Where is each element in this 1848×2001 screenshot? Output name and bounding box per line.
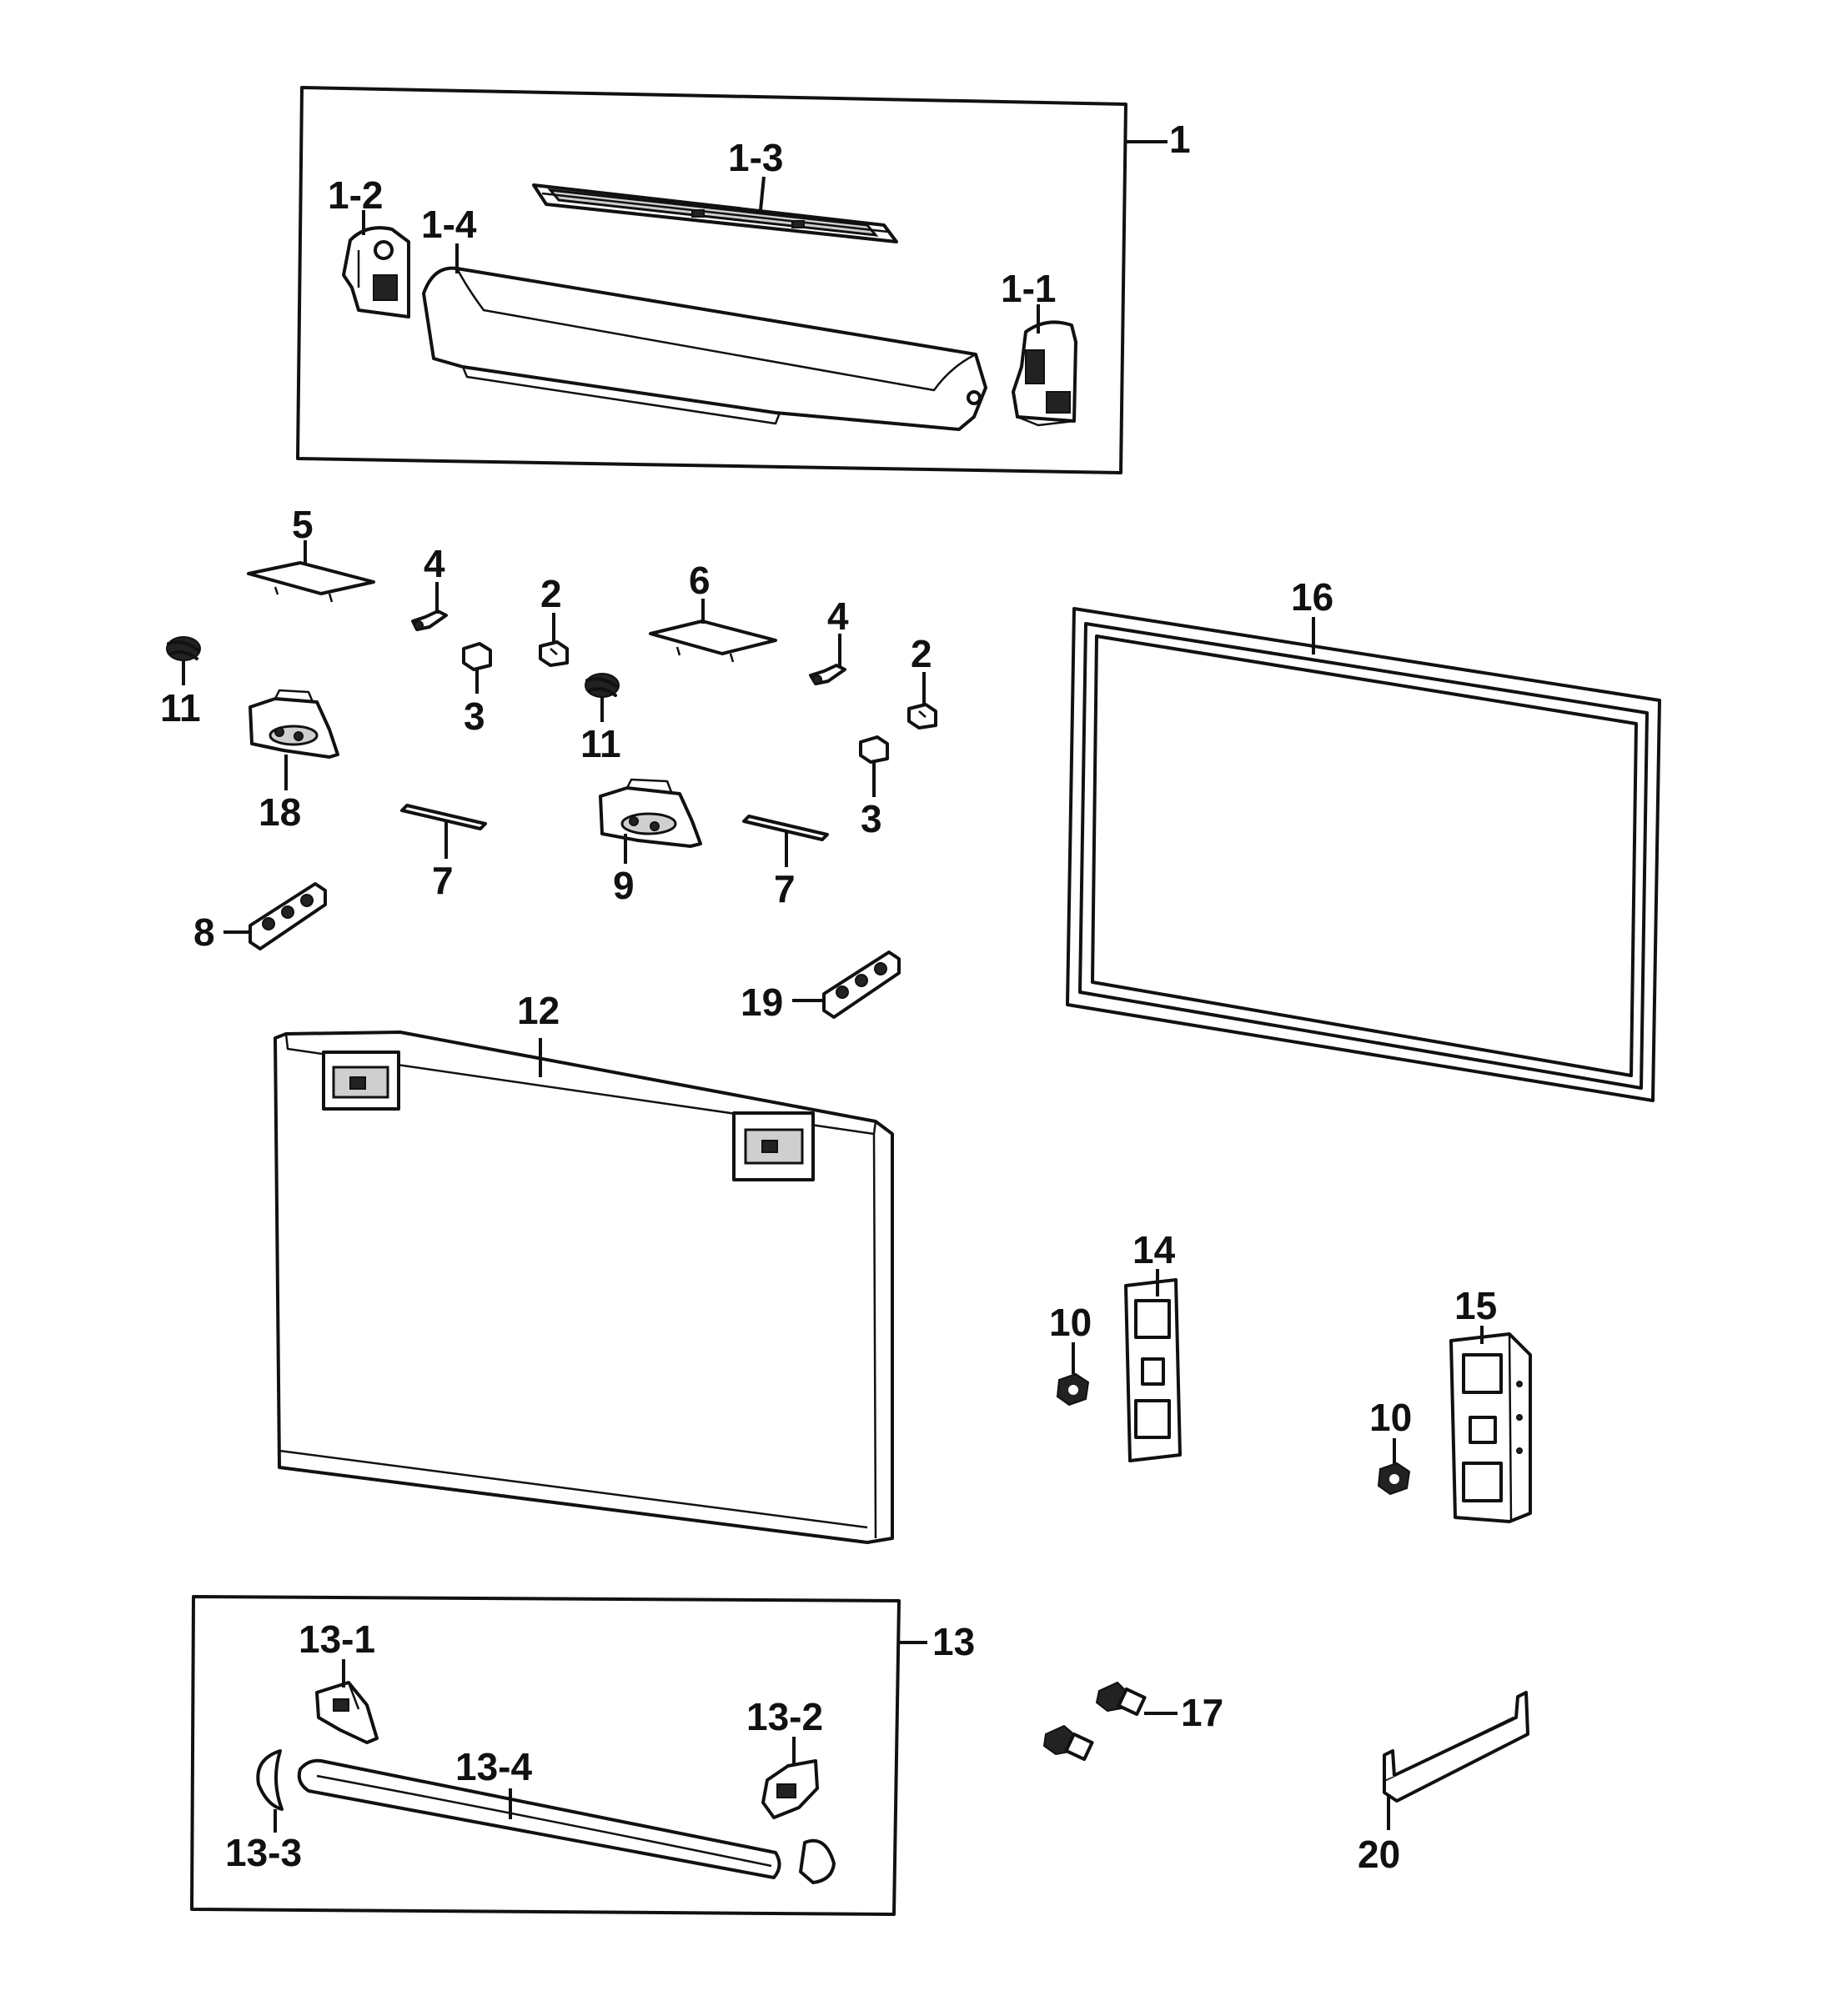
assembly-13-frame (190, 1595, 901, 1916)
assembly-1-group (296, 86, 1168, 474)
label-17: 17 (1181, 1691, 1223, 1734)
part-3-clip-b (859, 735, 889, 764)
part-14-bracket (1124, 1278, 1182, 1462)
label-13: 13 (932, 1620, 975, 1663)
part-7-pin-b (742, 815, 829, 841)
label-11a: 11 (160, 686, 201, 730)
part-17-bolt-a (1095, 1681, 1147, 1717)
part-17-bolt-b (1042, 1724, 1094, 1762)
part-5-cover (247, 561, 375, 603)
callout-labels: 1 1-3 1-2 1-4 1-1 5 4 2 6 4 2 16 11 3 11… (160, 118, 1497, 1876)
label-13-4: 13-4 (455, 1745, 532, 1788)
label-1-2: 1-2 (328, 173, 383, 217)
part-13-3-end-cap (256, 1749, 284, 1811)
assembly-1-frame (296, 86, 1127, 474)
label-8: 8 (193, 910, 215, 954)
label-4a: 4 (424, 542, 445, 585)
part-19-plate (822, 950, 901, 1019)
label-3b: 3 (861, 797, 882, 840)
label-7b: 7 (774, 867, 796, 910)
part-13-2-bracket (761, 1759, 819, 1819)
label-20: 20 (1358, 1833, 1400, 1876)
label-6: 6 (689, 559, 711, 602)
part-1-3-grille (532, 183, 898, 243)
label-7a: 7 (432, 859, 454, 902)
label-1-1: 1-1 (1001, 267, 1056, 310)
label-3a: 3 (464, 695, 485, 738)
label-15: 15 (1454, 1284, 1497, 1327)
part-9-hinge (599, 778, 702, 848)
part-1-4-bin (422, 266, 987, 431)
label-14: 14 (1132, 1228, 1176, 1271)
part-1-2-bracket (342, 226, 410, 318)
part-13-3-end-cap-right (799, 1838, 836, 1884)
part-1-1-bracket (1012, 320, 1077, 427)
part-16-gasket (1066, 607, 1661, 1102)
part-11-spring-a (166, 636, 201, 661)
label-13-3: 13-3 (225, 1831, 302, 1874)
label-2a: 2 (540, 572, 562, 615)
label-4b: 4 (827, 594, 849, 638)
label-16: 16 (1291, 575, 1333, 619)
label-18: 18 (259, 790, 301, 834)
label-1-4: 1-4 (421, 203, 477, 246)
part-3-clip-a (462, 642, 492, 671)
label-12: 12 (517, 989, 560, 1032)
label-9: 9 (613, 864, 635, 907)
label-10b: 10 (1369, 1396, 1412, 1439)
part-4-clip-a (411, 609, 448, 631)
label-1-3: 1-3 (728, 136, 783, 179)
label-10a: 10 (1049, 1301, 1092, 1344)
part-15-bracket (1449, 1332, 1532, 1523)
part-8-plate (249, 882, 327, 950)
part-10-nut-b (1377, 1462, 1411, 1496)
part-18-hinge (249, 689, 339, 759)
part-4-clip-b (809, 664, 846, 685)
part-7-pin-a (400, 804, 487, 830)
part-13-4-handle (297, 1758, 781, 1879)
part-2-clip-b (907, 703, 937, 730)
label-2b: 2 (911, 632, 932, 675)
assembly-13-group (190, 1595, 927, 1916)
label-13-2: 13-2 (746, 1695, 823, 1738)
part-10-nut-a (1056, 1372, 1090, 1407)
part-6-cover (649, 619, 777, 663)
part-20-rail (1383, 1691, 1529, 1803)
part-11-spring-b (585, 673, 620, 698)
label-19: 19 (741, 980, 783, 1024)
part-12-door-panel (274, 1031, 894, 1544)
part-2-clip-a (539, 640, 569, 667)
part-13-1-bracket (315, 1681, 379, 1744)
label-11b: 11 (580, 722, 621, 765)
label-1: 1 (1169, 118, 1191, 161)
label-5: 5 (292, 503, 314, 546)
label-13-1: 13-1 (299, 1617, 375, 1661)
